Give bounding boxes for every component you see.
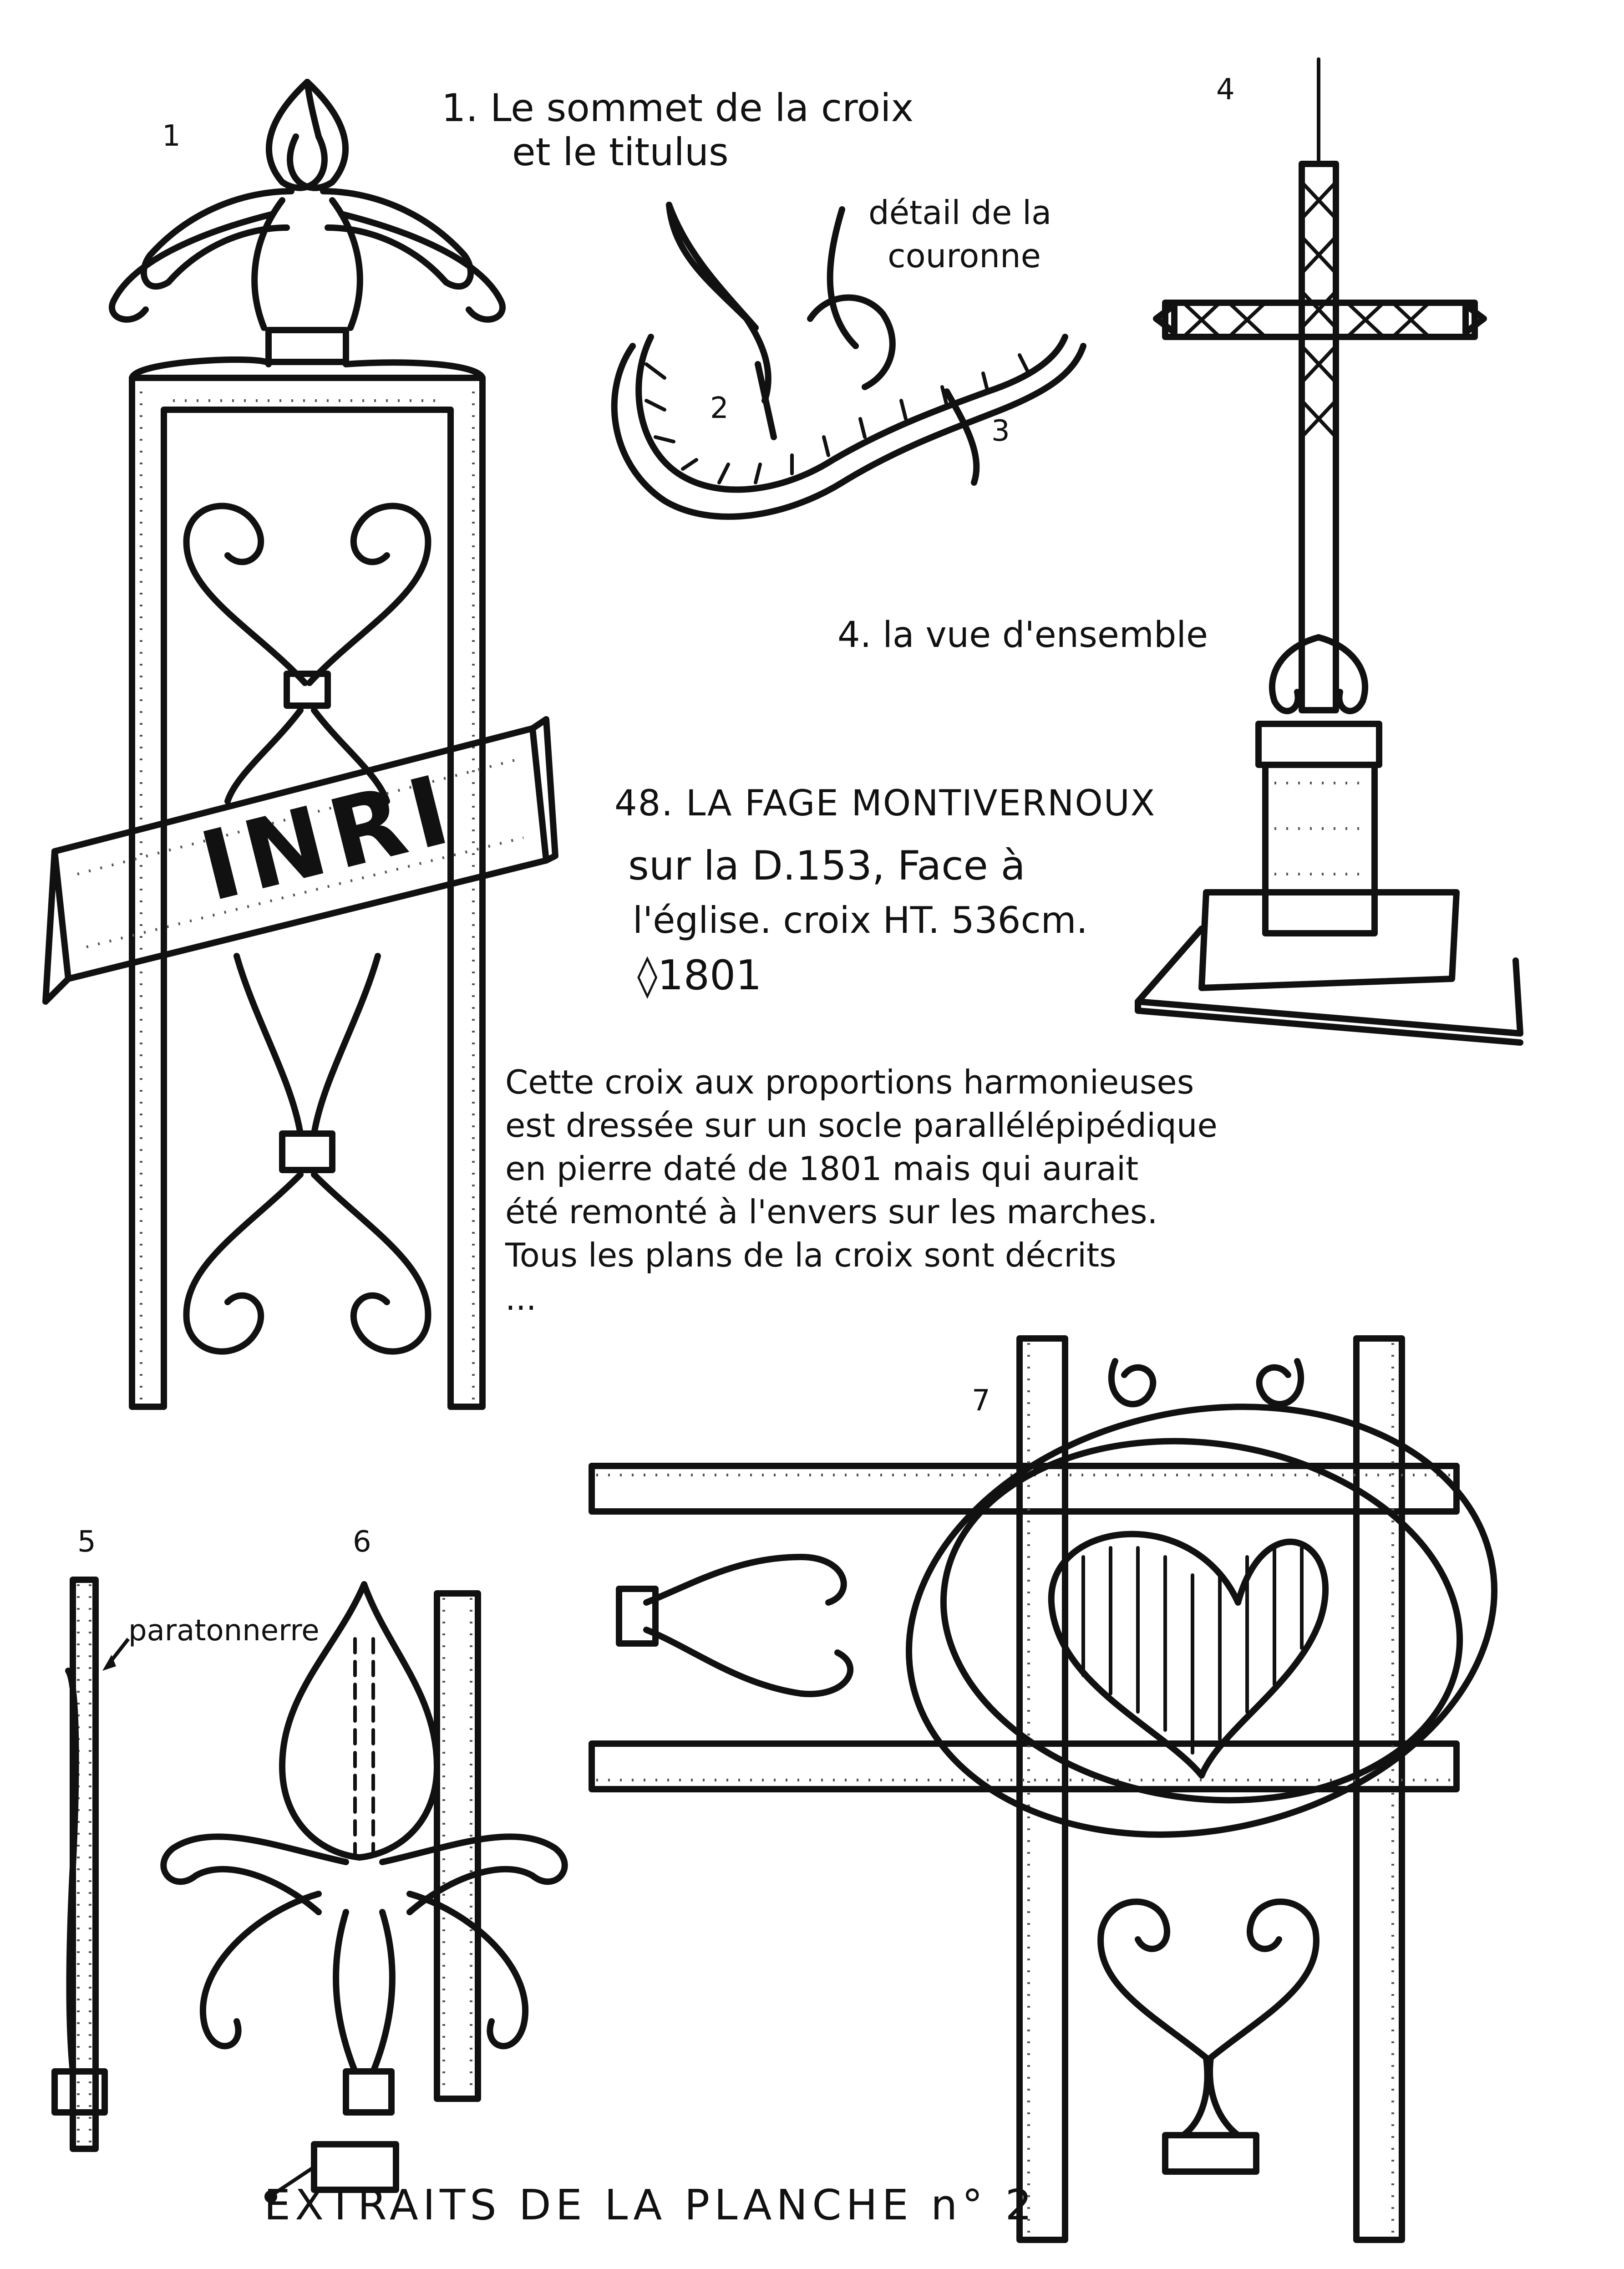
description-line-4: été remonté à l'envers sur les marches.: [505, 1193, 1158, 1231]
figure-number-4: 4: [1216, 73, 1235, 107]
figure-number-2: 2: [710, 392, 729, 425]
entry-height: l'église. croix HT. 536cm.: [633, 899, 1088, 941]
plate-caption: EXTRAITS DE LA PLANCHE n° 2: [264, 2181, 1037, 2229]
figure-5-lightning-rod-drawing: [51, 1577, 108, 2152]
caption-summit-line1: 1. Le sommet de la croix: [442, 86, 914, 130]
caption-summit-line2: et le titulus: [512, 130, 729, 174]
description-paragraph: Cette croix aux proportions harmonieuses…: [505, 1061, 1279, 1320]
figure-number-1: 1: [162, 119, 181, 153]
caption-crown-line2: couronne: [888, 237, 1041, 275]
figure-number-3: 3: [991, 414, 1010, 448]
description-line-3: en pierre daté de 1801 mais qui aurait: [505, 1150, 1139, 1188]
lightning-rod-label: paratonnerre: [128, 1614, 320, 1648]
figure-4-overview-drawing: [1135, 57, 1523, 1046]
figure-number-5: 5: [77, 1525, 96, 1559]
figure-7-crossing-drawing: [589, 1335, 1497, 2243]
figure-1-cross-summit-drawing: [42, 79, 558, 1410]
figure-number-6: 6: [353, 1525, 371, 1559]
caption-crown-line1: détail de la: [868, 193, 1052, 232]
figure-number-7: 7: [972, 1384, 990, 1418]
figure-2-3-crown-detail-drawing: [611, 202, 1086, 520]
description-line-2: est dressée sur un socle parallélépipédi…: [505, 1106, 1218, 1145]
description-line-1: Cette croix aux proportions harmonieuses: [505, 1063, 1194, 1101]
entry-date: ◊1801: [637, 951, 762, 999]
description-line-5: Tous les plans de la croix sont décrits: [505, 1236, 1116, 1274]
entry-title: 48. LA FAGE MONTIVERNOUX: [614, 783, 1156, 824]
figure-6-finial-drawing: [160, 1581, 568, 2203]
caption-overview: 4. la vue d'ensemble: [837, 615, 1208, 656]
entry-location: sur la D.153, Face à: [628, 842, 1025, 889]
description-line-6: ...: [505, 1279, 537, 1318]
